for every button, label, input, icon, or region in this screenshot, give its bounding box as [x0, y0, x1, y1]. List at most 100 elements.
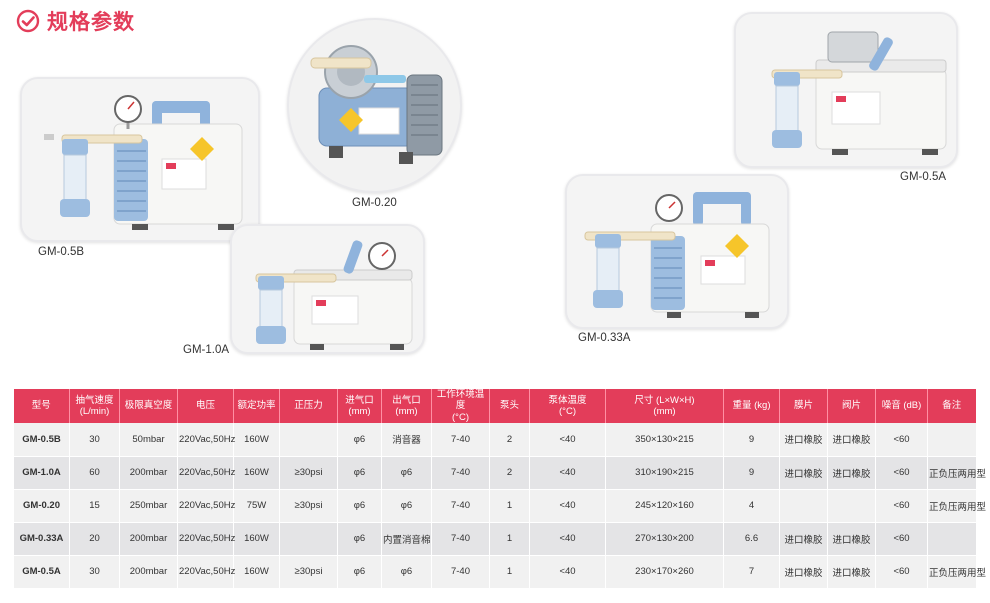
table-cell: 内置消音棉: [381, 522, 432, 556]
table-cell: 220Vac,50Hz: [177, 423, 235, 457]
column-header: 抽气速度(L/min): [69, 389, 120, 424]
table-cell: <40: [529, 522, 606, 556]
table-cell: 7: [723, 555, 780, 589]
column-header-label: 型号: [31, 400, 51, 412]
table-cell: φ6: [337, 456, 382, 490]
table-cell: 1: [489, 522, 530, 556]
column-header: 极限真空度: [119, 389, 178, 424]
table-cell: 6.6: [723, 522, 780, 556]
table-cell: 30: [69, 555, 120, 589]
table-cell: φ6: [337, 555, 382, 589]
column-header-label: 重量 (kg): [732, 400, 771, 412]
table-cell: 250mbar: [119, 489, 178, 523]
pump-illustration: [255, 240, 413, 350]
check-circle-icon: [16, 9, 40, 33]
column-header-label: 泵头: [499, 400, 519, 412]
model-cell: GM-0.5B: [13, 423, 70, 457]
table-header-row: 型号抽气速度(L/min)极限真空度电压额定功率正压力进气口(mm)出气口(mm…: [13, 389, 976, 424]
column-header-label: 尺寸 (L×W×H): [634, 394, 695, 406]
table-cell: 50mbar: [119, 423, 178, 457]
pump-illustration: [584, 192, 770, 318]
column-header: 出气口(mm): [381, 389, 432, 424]
table-cell: 200mbar: [119, 522, 178, 556]
column-header-label: 正压力: [294, 400, 323, 412]
table-cell: 4: [723, 489, 780, 523]
column-header-label: 阀片: [841, 400, 861, 412]
table-cell: 1: [489, 555, 530, 589]
table-cell: <40: [529, 456, 606, 490]
column-header-label: 泵体温度: [548, 394, 587, 406]
table-cell: [927, 522, 976, 556]
column-header-unit: (mm): [348, 406, 371, 418]
model-cell: GM-1.0A: [13, 456, 70, 490]
model-cell: GM-0.33A: [13, 522, 70, 556]
table-cell: 7-40: [431, 456, 490, 490]
model-cell: GM-0.5A: [13, 555, 70, 589]
column-header-unit: (L/min): [79, 406, 110, 418]
column-header-label: 膜片: [793, 400, 813, 412]
table-cell: 230×170×260: [605, 555, 724, 589]
product-caption-gm-1-0a: GM-1.0A: [183, 344, 230, 356]
product-caption-gm-0-20: GM-0.20: [352, 197, 397, 209]
table-cell: 7-40: [431, 489, 490, 523]
model-cell: GM-0.20: [13, 489, 70, 523]
table-cell: 15: [69, 489, 120, 523]
product-image-gm-0-33a: [565, 174, 789, 329]
table-cell: <40: [529, 555, 606, 589]
table-cell: 220Vac,50Hz: [177, 522, 235, 556]
table-cell: 310×190×215: [605, 456, 724, 490]
table-cell: <60: [875, 423, 928, 457]
table-cell: 200mbar: [119, 456, 178, 490]
column-header: 噪音 (dB): [875, 389, 928, 424]
table-cell: 1: [489, 489, 530, 523]
column-header-unit: (mm): [653, 406, 676, 418]
table-cell: <60: [875, 522, 928, 556]
product-image-gm-1-0a: [230, 224, 425, 354]
table-cell: 160W: [233, 423, 280, 457]
table-cell: 160W: [233, 456, 280, 490]
pump-illustration: [771, 31, 947, 155]
column-header: 型号: [13, 389, 70, 424]
table-cell: 2: [489, 423, 530, 457]
column-header: 正压力: [279, 389, 338, 424]
table-cell: 进口橡胶: [827, 522, 876, 556]
column-header: 额定功率: [233, 389, 280, 424]
table-cell: ≥30psi: [279, 555, 338, 589]
product-caption-gm-0-5b: GM-0.5B: [38, 246, 85, 258]
table-cell: 220Vac,50Hz: [177, 456, 235, 490]
product-caption-gm-0-33a: GM-0.33A: [578, 332, 631, 344]
table-cell: <60: [875, 456, 928, 490]
table-cell: 7-40: [431, 423, 490, 457]
table-cell: <60: [875, 489, 928, 523]
table-cell: 进口橡胶: [827, 456, 876, 490]
column-header-unit: (°C): [559, 406, 576, 418]
table-cell: φ6: [381, 456, 432, 490]
table-cell: 245×120×160: [605, 489, 724, 523]
table-cell: [827, 489, 876, 523]
table-cell: φ6: [381, 489, 432, 523]
product-image-gm-0-20: [287, 18, 462, 193]
table-cell: 60: [69, 456, 120, 490]
table-cell: 7-40: [431, 555, 490, 589]
table-cell: 进口橡胶: [779, 423, 828, 457]
table-cell: 220Vac,50Hz: [177, 489, 235, 523]
table-cell: 30: [69, 423, 120, 457]
pump-illustration: [44, 95, 243, 230]
column-header-unit: (mm): [395, 406, 418, 418]
table-cell: 消音器: [381, 423, 432, 457]
table-cell: ≥30psi: [279, 456, 338, 490]
table-cell: 75W: [233, 489, 280, 523]
table-cell: [279, 423, 338, 457]
column-header-label: 额定功率: [237, 400, 276, 412]
table-cell: [279, 522, 338, 556]
table-cell: φ6: [337, 423, 382, 457]
table-cell: 进口橡胶: [827, 555, 876, 589]
column-header-unit: (°C): [452, 411, 469, 423]
spec-table: 型号抽气速度(L/min)极限真空度电压额定功率正压力进气口(mm)出气口(mm…: [13, 389, 986, 589]
column-header: 备注: [927, 389, 976, 424]
table-cell: 正负压两用型: [927, 456, 986, 490]
table-cell: 正负压两用型: [927, 489, 986, 523]
